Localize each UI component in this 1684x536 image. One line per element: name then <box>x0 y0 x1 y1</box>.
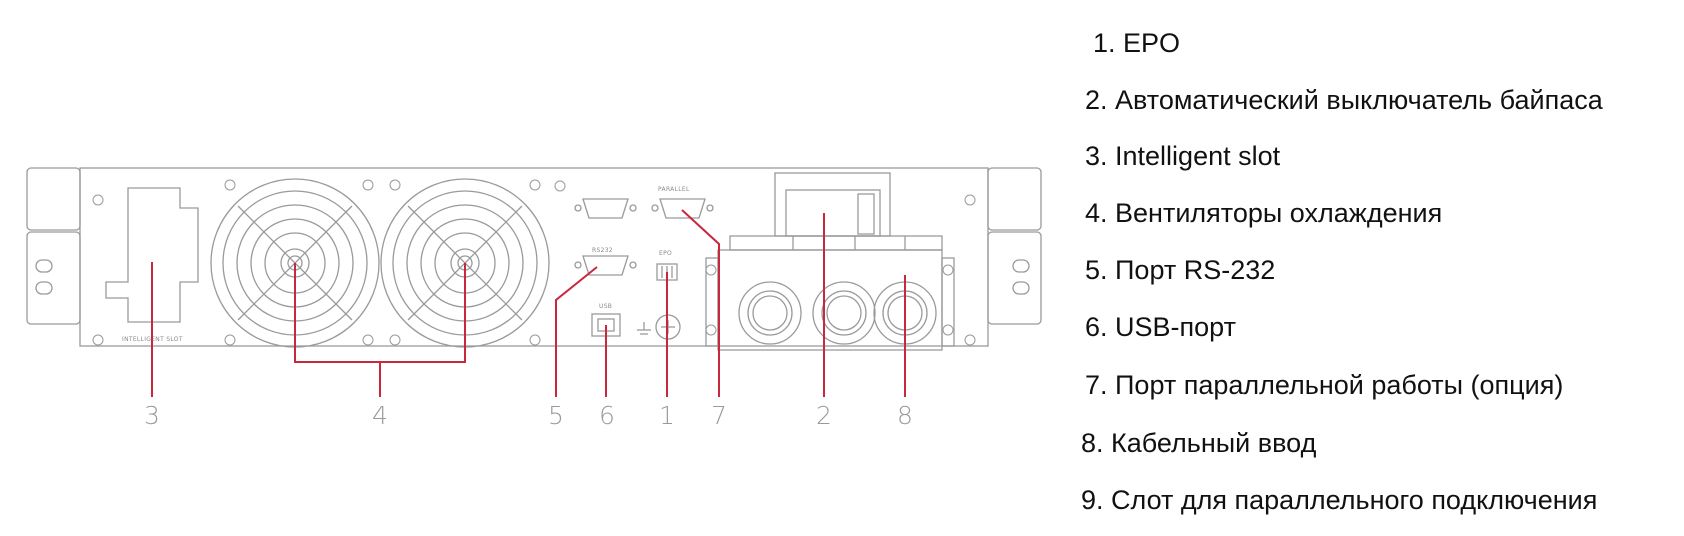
bypass-breaker <box>729 172 943 251</box>
chassis <box>79 167 989 347</box>
callout-1: 1 <box>659 401 675 430</box>
ground-icon <box>637 322 651 335</box>
legend-item-1: 1. EPO <box>1093 28 1181 58</box>
callout-2: 2 <box>816 401 832 430</box>
callout-4: 4 <box>372 401 388 430</box>
leader-5 <box>555 266 598 397</box>
db9-port-left <box>574 198 637 219</box>
legend-item-9: 9. Слот для параллельного подключения <box>1081 485 1598 515</box>
rs232-label: RS232 <box>592 247 613 254</box>
legend-item-6: 6. USB-порт <box>1085 312 1236 342</box>
epo-label: EPO <box>659 250 672 257</box>
legend-item-7: 7. Порт параллельной работы (опция) <box>1085 370 1564 400</box>
callout-3: 3 <box>144 401 160 430</box>
legend-item-2: 2. Автоматический выключатель байпаса <box>1085 85 1603 115</box>
rs232-port <box>574 255 637 276</box>
parallel-port <box>651 198 714 219</box>
callout-8: 8 <box>897 401 913 430</box>
legend-item-3: 3. Intelligent slot <box>1085 141 1281 171</box>
callout-6: 6 <box>599 401 615 430</box>
cable-entry <box>705 249 955 351</box>
leader-7 <box>681 209 720 397</box>
callout-7: 7 <box>711 401 727 430</box>
legend-item-4: 4. Вентиляторы охлаждения <box>1085 198 1443 228</box>
callout-5: 5 <box>548 401 564 430</box>
intelligent-slot <box>105 187 199 323</box>
usb-label: USB <box>599 303 612 310</box>
legend-item-5: 5. Порт RS-232 <box>1085 255 1276 285</box>
legend-item-8: 8. Кабельный ввод <box>1081 428 1317 458</box>
parallel-label: PARALLEL <box>658 186 690 193</box>
